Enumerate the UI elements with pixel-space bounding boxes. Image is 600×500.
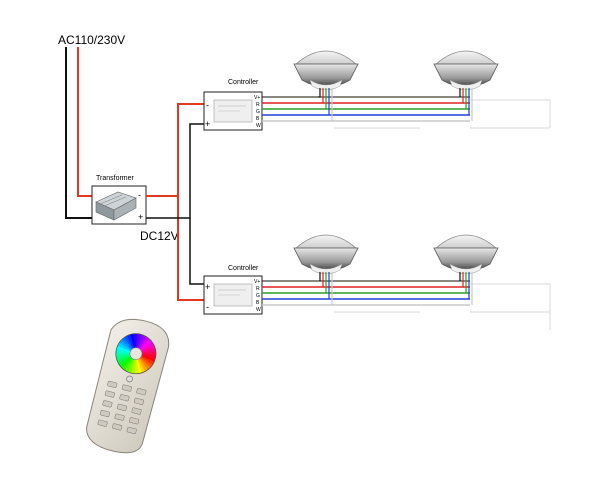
transformer-unit-image	[95, 191, 137, 221]
controller-1-out-vplus: V+	[254, 95, 260, 101]
controller-1-out-w: W	[256, 123, 261, 129]
controller-2-label: Controller	[228, 265, 259, 272]
output-wires-row-2	[262, 280, 470, 306]
controller-1-input-plus: +	[205, 119, 210, 129]
ac-wire-red	[77, 47, 96, 197]
output-wires-row-1	[262, 96, 470, 122]
controller-2: Controller + - V+ R G B W	[203, 265, 263, 315]
controller-2-out-b: B	[256, 300, 260, 306]
color-wheel-rim	[115, 333, 157, 375]
controller-1-out-b: B	[256, 116, 260, 122]
transformer: Transformer - +	[91, 175, 147, 225]
ac-voltage-label: AC110/230V	[58, 33, 125, 47]
guide-lines	[334, 99, 551, 330]
ac-wire-black	[65, 47, 96, 219]
power-button	[126, 375, 133, 383]
rf-remote-control	[85, 318, 170, 454]
controller-2-out-r: R	[256, 286, 260, 292]
pool-light-4	[433, 234, 499, 305]
pool-light-1	[293, 50, 359, 121]
wheel-center-button	[129, 347, 143, 361]
controller-2-input-minus: -	[206, 302, 209, 312]
dc-bus-wires	[146, 103, 204, 301]
controller-2-out-vplus: V+	[254, 279, 260, 285]
remote-button-grid	[97, 380, 147, 435]
color-wheel	[115, 333, 157, 375]
controller-1-label: Controller	[228, 79, 259, 86]
transformer-minus-terminal: -	[138, 190, 141, 200]
pool-light-3	[293, 234, 359, 305]
controller-1-out-g: G	[256, 109, 260, 115]
controller-2-out-g: G	[256, 293, 260, 299]
transformer-label: Transformer	[96, 175, 135, 182]
controller-1-input-minus: -	[206, 100, 209, 110]
controller-2-input-plus: +	[205, 282, 210, 292]
pool-light-2	[433, 50, 499, 121]
dc-voltage-label: DC12V	[140, 229, 179, 243]
controller-2-out-w: W	[256, 307, 261, 313]
controller-1-out-r: R	[256, 102, 260, 108]
controller-1: Controller - + V+ R G B W	[203, 79, 263, 131]
transformer-plus-terminal: +	[138, 212, 143, 222]
